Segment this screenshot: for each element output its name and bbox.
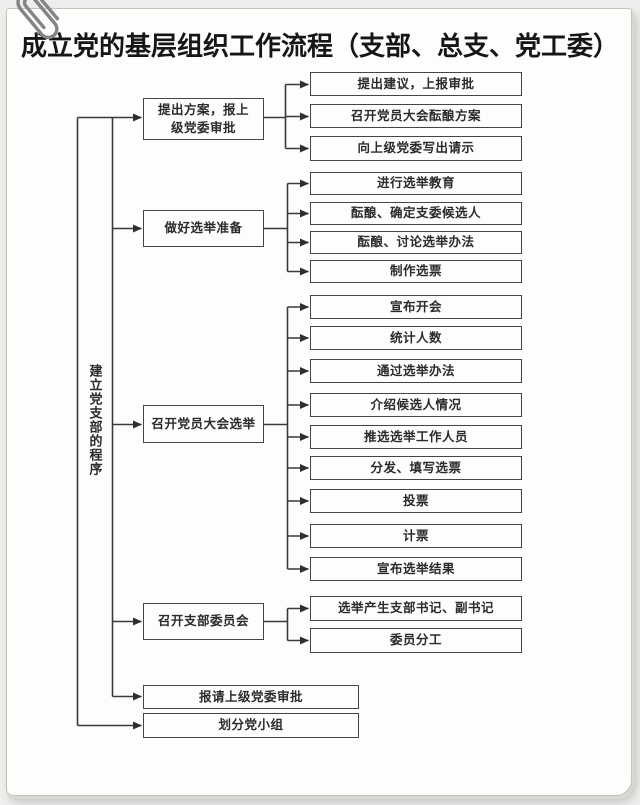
node-sub-1-2: 召开党员大会酝酿方案	[310, 104, 522, 128]
node-sub-3-8: 计票	[310, 524, 522, 548]
paperclip-icon	[16, 0, 60, 40]
node-sub-1-1: 提出建议，上报审批	[310, 72, 522, 96]
node-main-3: 召开党员大会选举	[143, 405, 264, 443]
node-sub-3-1: 宣布开会	[310, 295, 522, 319]
node-sub-3-3: 通过选举办法	[310, 359, 522, 383]
node-sub-2-1: 进行选举教育	[310, 172, 522, 195]
node-sub-3-9: 宣布选举结果	[310, 557, 522, 581]
node-main-6: 划分党小组	[143, 713, 359, 738]
trunk-label: 建立党支部的程序	[87, 364, 103, 476]
node-sub-3-7: 投票	[310, 489, 522, 513]
node-main-5: 报请上级党委审批	[143, 685, 359, 709]
node-sub-2-2: 酝酿、确定支委候选人	[310, 202, 522, 225]
node-sub-3-2: 统计人数	[310, 326, 522, 350]
node-sub-1-3: 向上级党委写出请示	[310, 136, 522, 161]
node-sub-2-4: 制作选票	[310, 260, 522, 283]
node-sub-3-6: 分发、填写选票	[310, 456, 522, 480]
node-sub-4-1: 选举产生支部书记、副书记	[310, 596, 522, 621]
page-title: 成立党的基层组织工作流程（支部、总支、党工委）	[20, 32, 620, 61]
node-main-1: 提出方案，报上级党委审批	[143, 98, 264, 140]
node-sub-2-3: 酝酿、讨论选举办法	[310, 231, 522, 254]
node-main-2: 做好选举准备	[143, 210, 264, 247]
node-sub-3-5: 推选选举工作人员	[310, 425, 522, 449]
node-main-4: 召开支部委员会	[143, 603, 264, 640]
node-sub-3-4: 介绍候选人情况	[310, 393, 522, 417]
node-sub-4-2: 委员分工	[310, 628, 522, 653]
